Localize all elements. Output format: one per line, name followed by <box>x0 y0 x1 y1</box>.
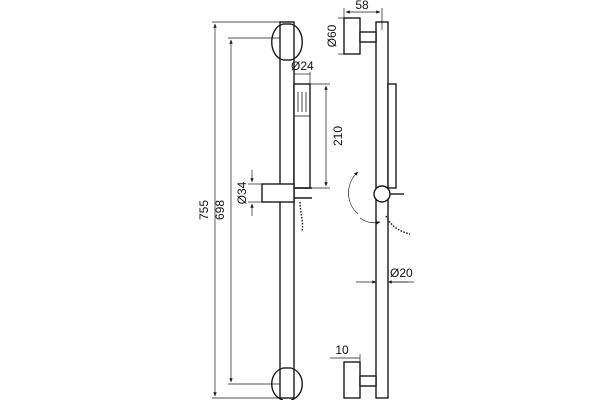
side-hand-shower <box>387 83 397 189</box>
side-dimensions <box>330 8 414 362</box>
handshower-diameter-label: Ø24 <box>291 59 314 73</box>
bracket-spacing-label: 698 <box>213 200 227 220</box>
flange-thickness-label: 10 <box>335 343 349 357</box>
slider-diameter-label: Ø34 <box>235 181 249 204</box>
wall-projection-label: 58 <box>355 0 369 12</box>
side-top-bracket <box>343 17 377 55</box>
handshower-length-label: 210 <box>331 126 345 146</box>
front-view <box>261 21 312 400</box>
front-dimensions <box>212 21 330 399</box>
overall-height-label: 755 <box>197 200 211 220</box>
hand-shower <box>293 83 311 189</box>
slider-rotation <box>348 171 404 225</box>
rail-diameter-label: Ø20 <box>390 266 413 280</box>
front-rail <box>279 21 295 399</box>
side-hose <box>385 215 411 235</box>
flange-diameter-label: Ø60 <box>325 24 339 47</box>
slider <box>261 183 312 203</box>
side-view <box>343 17 411 399</box>
front-hose <box>299 201 304 233</box>
side-rail <box>375 21 389 399</box>
side-bottom-bracket <box>343 361 377 399</box>
top-bracket <box>271 23 303 61</box>
